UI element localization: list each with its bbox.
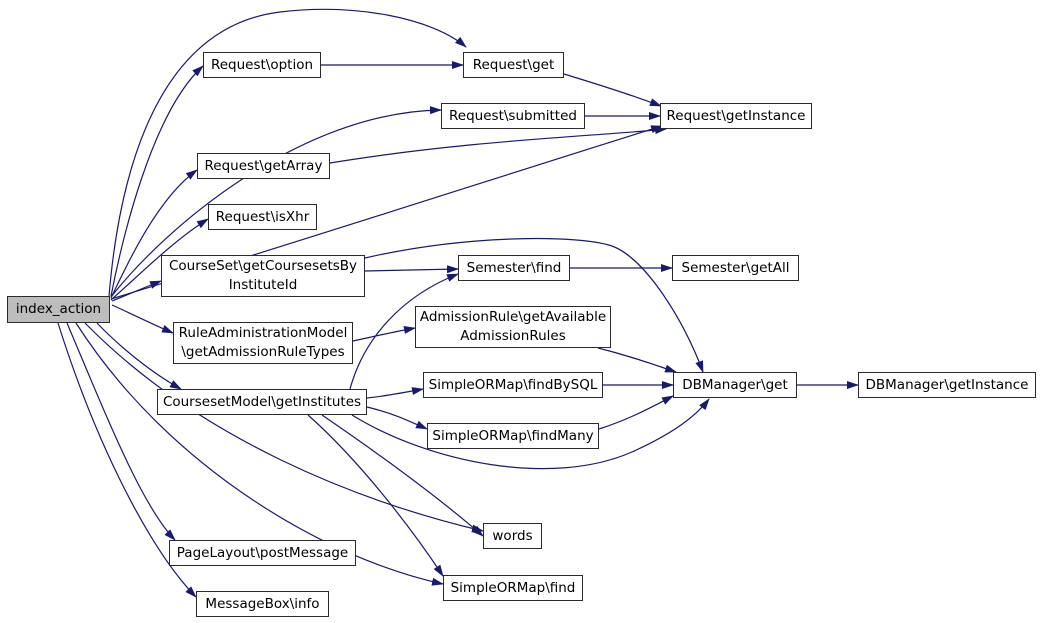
edge-index_action-to-request_isxhr bbox=[110, 218, 209, 301]
node-label: InstituteId bbox=[228, 277, 298, 293]
node-label: index_action bbox=[15, 301, 102, 317]
edge-ruleadmin_getadmissionruletypes-to-admissionrule_getavailable bbox=[352, 326, 416, 342]
edge-coursesetmodel_getinstitutes-to-simpleormap_findmany bbox=[366, 406, 428, 430]
node-label: Request\isXhr bbox=[215, 208, 310, 225]
node-label: SimpleORMap\findMany bbox=[432, 427, 594, 444]
node-label: SimpleORMap\findBySQL bbox=[428, 376, 598, 393]
edge-index_action-to-courseset_getcoursesetsby bbox=[111, 280, 162, 302]
node-messagebox_info[interactable]: MessageBox\info bbox=[196, 591, 329, 617]
edge-request_get-to-request_getinstance bbox=[563, 73, 662, 107]
edge-courseset_getcoursesetsby-to-dbmanager_get bbox=[364, 237, 704, 373]
edge-coursesetmodel_getinstitutes-to-dbmanager_get bbox=[351, 398, 710, 470]
edge-index_action-to-request_getarray bbox=[110, 169, 198, 299]
node-request_submitted[interactable]: Request\submitted bbox=[441, 103, 585, 129]
node-dbmanager_getinstance[interactable]: DBManager\getInstance bbox=[858, 372, 1036, 398]
edge-index_action-to-simpleormap_find bbox=[75, 322, 444, 586]
edge-index_action-to-coursesetmodel_getinstitutes bbox=[96, 322, 182, 390]
node-label: words bbox=[492, 527, 533, 544]
node-request_option[interactable]: Request\option bbox=[203, 52, 321, 78]
node-request_get[interactable]: Request\get bbox=[463, 52, 564, 78]
node-pagelayout_postmessage[interactable]: PageLayout\postMessage bbox=[169, 540, 356, 566]
edge-index_action-to-ruleadmin_getadmissionruletypes bbox=[111, 304, 174, 334]
edge-index_action-to-messagebox_info bbox=[57, 322, 197, 598]
edge-index_action-to-words bbox=[84, 322, 484, 533]
node-label: AdmissionRule\getAvailable bbox=[419, 309, 607, 325]
node-coursesetmodel_getinstitutes[interactable]: CoursesetModel\getInstitutes bbox=[157, 389, 367, 415]
node-ruleadmin_getadmissionruletypes[interactable]: RuleAdministrationModel \getAdmissionRule… bbox=[173, 322, 353, 364]
node-semester_getall[interactable]: Semester\getAll bbox=[672, 255, 799, 281]
edge-index_action-to-pagelayout_postmessage bbox=[66, 322, 176, 541]
node-label: Request\submitted bbox=[449, 107, 577, 124]
node-label: DBManager\get bbox=[682, 376, 788, 393]
node-request_getarray[interactable]: Request\getArray bbox=[197, 153, 330, 179]
node-simpleormap_findmany[interactable]: SimpleORMap\findMany bbox=[427, 423, 599, 449]
node-semester_find[interactable]: Semester\find bbox=[458, 255, 570, 281]
node-label: Semester\find bbox=[466, 259, 562, 276]
node-request_getinstance[interactable]: Request\getInstance bbox=[660, 103, 812, 129]
edge-request_getarray-to-request_getinstance bbox=[329, 126, 667, 164]
node-label: SimpleORMap\find bbox=[450, 579, 576, 596]
node-label: \getAdmissionRuleTypes bbox=[181, 344, 345, 360]
node-label: Request\get bbox=[472, 56, 555, 73]
node-simpleormap_find[interactable]: SimpleORMap\find bbox=[443, 575, 583, 601]
edge-coursesetmodel_getinstitutes-to-semester_find bbox=[349, 273, 459, 390]
node-label: DBManager\getInstance bbox=[865, 376, 1029, 393]
node-label: RuleAdministrationModel bbox=[178, 325, 348, 341]
edge-simpleormap_findmany-to-dbmanager_get bbox=[598, 395, 674, 430]
edge-index_action-to-request_option bbox=[110, 65, 204, 297]
node-label: MessageBox\info bbox=[205, 595, 320, 612]
node-dbmanager_get[interactable]: DBManager\get bbox=[673, 372, 797, 398]
node-label: Request\getArray bbox=[204, 157, 323, 174]
edge-coursesetmodel_getinstitutes-to-simpleormap_find bbox=[307, 414, 444, 577]
node-label: CourseSet\getCoursesetsBy bbox=[168, 258, 358, 274]
node-label: Request\option bbox=[210, 56, 314, 73]
edge-coursesetmodel_getinstitutes-to-words bbox=[321, 414, 484, 537]
node-simpleormap_findbysql[interactable]: SimpleORMap\findBySQL bbox=[423, 372, 603, 398]
node-request_isxhr[interactable]: Request\isXhr bbox=[208, 204, 317, 230]
node-words[interactable]: words bbox=[483, 523, 542, 549]
edge-index_action-to-request_get bbox=[108, 8, 467, 297]
node-label: PageLayout\postMessage bbox=[176, 544, 349, 561]
edge-admissionrule_getavailable-to-dbmanager_get bbox=[597, 347, 677, 373]
edge-courseset_getcoursesetsby-to-semester_find bbox=[364, 265, 459, 274]
node-index_action: index_action bbox=[7, 296, 110, 323]
node-label: CoursesetModel\getInstitutes bbox=[162, 393, 362, 410]
node-label: Semester\getAll bbox=[681, 259, 790, 276]
node-label: AdmissionRules bbox=[460, 328, 566, 344]
edge-coursesetmodel_getinstitutes-to-simpleormap_findbysql bbox=[366, 387, 424, 399]
node-label: Request\getInstance bbox=[666, 107, 806, 124]
